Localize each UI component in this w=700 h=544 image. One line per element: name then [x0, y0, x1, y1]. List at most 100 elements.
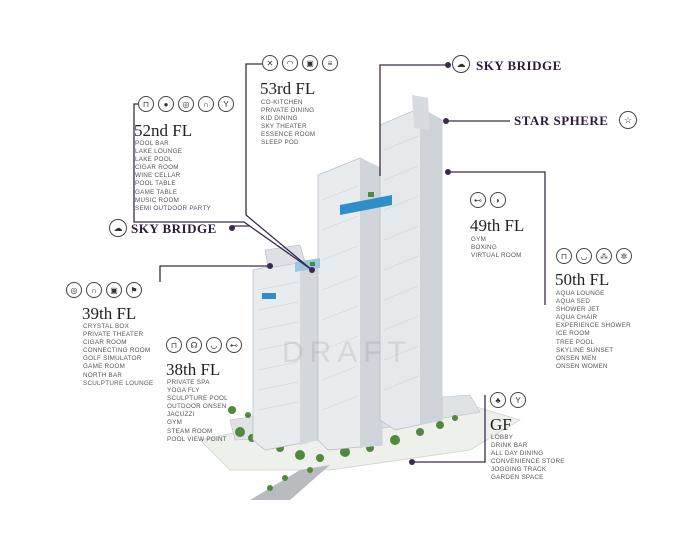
amenity-item: GYM — [167, 419, 183, 427]
star-icon: ☆ — [619, 111, 637, 129]
amenity-item: CRYSTAL BOX — [83, 323, 130, 330]
sky-bridge-top-label: SKY BRIDGE — [476, 58, 562, 73]
amenity-item: SEMI OUTDOOR PARTY — [135, 204, 211, 212]
cloud-icon: ☁ — [452, 55, 470, 73]
amenity-item: POOL VIEW POINT — [167, 435, 227, 443]
amenity-item: ALL DAY DINING — [491, 450, 544, 458]
amenity-item: BOXING — [471, 244, 497, 252]
amenity-item: ICE ROOM — [556, 330, 590, 338]
bathtub-icon: ◡ — [576, 248, 592, 264]
amenity-item: ONSEN MEN — [556, 354, 597, 362]
amenity-item: PRIVATE DINING — [261, 107, 315, 115]
bunk-bed-icon: ≡ — [322, 55, 338, 71]
leader-dots — [229, 62, 451, 465]
amenity-item: GARDEN SPACE — [491, 474, 544, 482]
pool-ladder-icon: ⊓ — [556, 248, 572, 264]
amenity-item: AQUA CHAIR — [556, 314, 598, 322]
amenity-item: DRINK BAR — [491, 442, 528, 450]
amenity-item: LAKE POOL — [135, 156, 173, 164]
floor-38-icons: ⊓ ☊ ◡ ⊷ — [166, 337, 242, 353]
dumbbell-icon: ⊷ — [470, 192, 486, 208]
floor-53-title: 53rd FL — [260, 79, 316, 98]
amenity-item: GOLF SIMULATOR — [83, 355, 142, 363]
amenity-item: LOBBY — [491, 434, 514, 441]
sky-bridge-left-label: SKY BRIDGE — [131, 221, 217, 236]
amenity-item: AQUA LOUNGE — [556, 290, 605, 297]
amenity-item: YOGA FLY — [167, 387, 200, 395]
amenity-item: CIGAR ROOM — [135, 164, 179, 172]
dome-plate-icon: ◠ — [282, 55, 298, 71]
amenity-item: PRIVATE THEATER — [83, 331, 144, 339]
watermark: DRAFT — [282, 336, 412, 369]
amenity-item: POOL TABLE — [135, 180, 176, 188]
amenity-item: TREE POOL — [556, 338, 595, 346]
projector-icon: ▣ — [106, 282, 122, 298]
amenity-item: JOGGING TRACK — [491, 466, 547, 474]
projector-icon: ▣ — [302, 55, 318, 71]
tree-icon: ♣ — [490, 392, 506, 408]
amenity-item: OUTDOOR ONSEN — [167, 403, 227, 411]
ground-floor-title: GF — [490, 415, 512, 434]
boxing-glove-icon: ◗ — [490, 192, 506, 208]
amenity-item: VIRTUAL ROOM — [471, 252, 522, 260]
sky-bridge-top-icons: ☁ — [452, 55, 470, 73]
cocktail-icon: Y — [218, 96, 234, 112]
amenity-item: SKYLINE SUNSET — [556, 346, 614, 354]
dumbbell-icon: ⊷ — [226, 337, 242, 353]
amenity-item: JACUZZI — [167, 411, 195, 419]
amenity-item: GAME ROOM — [83, 363, 126, 371]
amenity-item: STEAM ROOM — [167, 427, 213, 435]
sky-bridge-left-icons: ☁ — [109, 219, 127, 237]
floor-53-icons: ✕ ◠ ▣ ≡ — [262, 55, 338, 71]
golf-icon: ⚑ — [126, 282, 142, 298]
floor-39-title: 39th FL — [82, 304, 137, 323]
floor-50-icons: ⊓ ◡ ⁂ ✲ — [556, 248, 632, 264]
floor-49-title: 49th FL — [470, 216, 525, 235]
bathtub-icon: ◡ — [206, 337, 222, 353]
headphones-icon: ∩ — [198, 96, 214, 112]
floor-52-icons: ⊓ ● ◎ ∩ Y — [138, 96, 234, 112]
amenity-item: CO-KITCHEN — [261, 99, 303, 106]
amenity-item: LAKE LOUNGE — [135, 148, 183, 156]
amenity-item: PRIVATE SPA — [167, 379, 210, 386]
amenity-item: NORTH BAR — [83, 371, 123, 379]
amenity-item: MUSIC ROOM — [135, 196, 180, 204]
amenity-item: EXPERIENCE SHOWER — [556, 322, 631, 330]
amenity-item: WINE CELLAR — [135, 172, 181, 180]
amenity-item: GAME TABLE — [135, 188, 178, 196]
sky-bridge-top — [340, 195, 392, 215]
gamepad-icon: ◎ — [178, 96, 194, 112]
pool-ladder-icon: ⊓ — [138, 96, 154, 112]
floor-49-icons: ⊷ ◗ — [470, 192, 506, 208]
cloud-icon: ☁ — [109, 219, 127, 237]
leader-lines — [133, 63, 546, 463]
star-sphere-label: STAR SPHERE — [514, 113, 609, 128]
billiards-icon: ● — [158, 96, 174, 112]
amenity-item: SLEEP POD — [261, 139, 299, 147]
amenity-item: CIGAR ROOM — [83, 339, 127, 347]
amenity-item: POOL BAR — [135, 140, 169, 147]
cocktail-icon: Y — [510, 392, 526, 408]
amenity-item: SKY THEATER — [261, 123, 307, 131]
amenity-item: ONSEN WOMEN — [556, 362, 608, 370]
star-sphere-icons: ☆ — [619, 111, 637, 129]
amenity-item: CONVENIENCE STORE — [491, 458, 565, 466]
headphones-icon: ∩ — [86, 282, 102, 298]
shower-icon: ⁂ — [596, 248, 612, 264]
walkway — [250, 465, 330, 500]
amenity-item: SHOWER JET — [556, 306, 600, 314]
amenity-item: GYM — [471, 236, 487, 243]
amenity-item: CONNECTING ROOM — [83, 347, 151, 355]
yoga-icon: ☊ — [186, 337, 202, 353]
utensils-icon: ✕ — [262, 55, 278, 71]
floor-39-icons: ◎ ∩ ▣ ⚑ — [66, 282, 142, 298]
amenity-item: SCULPTURE LOUNGE — [83, 379, 154, 387]
floor-38-title: 38th FL — [166, 360, 221, 379]
floor-50-title: 50th FL — [555, 270, 610, 289]
